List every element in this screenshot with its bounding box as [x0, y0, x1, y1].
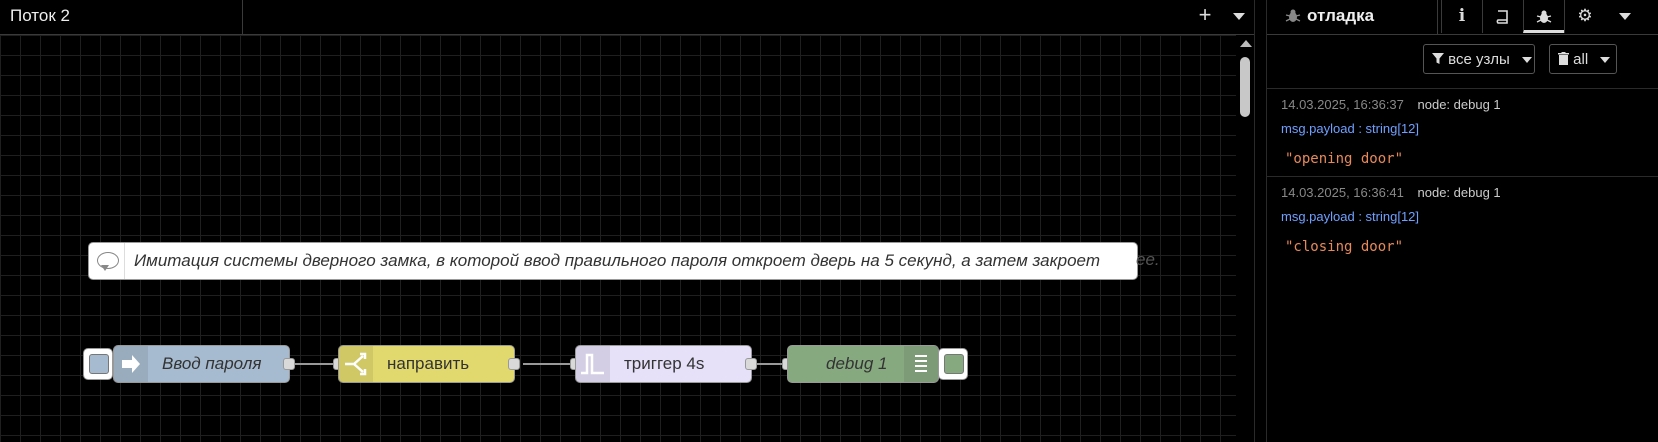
filter-dropdown[interactable]: все узлы [1423, 44, 1535, 74]
debug-toggle-inner [944, 354, 964, 374]
wire[interactable] [755, 363, 791, 365]
trigger-icon [576, 346, 610, 382]
chevron-down-icon[interactable] [1605, 0, 1645, 33]
wire[interactable] [523, 363, 570, 365]
message-meta: 14.03.2025, 16:36:41 node: debug 1 [1281, 185, 1501, 200]
info-icon[interactable]: i [1441, 0, 1482, 33]
node-debug[interactable]: debug 1 [787, 345, 939, 383]
chevron-down-icon[interactable] [1224, 2, 1254, 30]
wire[interactable] [293, 363, 335, 365]
message-timestamp: 14.03.2025, 16:36:41 [1281, 185, 1404, 200]
node-trigger[interactable]: триггер 4s [575, 345, 752, 383]
debug-sidebar: отладка i ⚙ все узлы all [1266, 0, 1658, 442]
node-inject[interactable]: Ввод пароля [113, 345, 290, 383]
clear-dropdown[interactable]: all [1549, 44, 1617, 74]
scrollbar-thumb[interactable] [1240, 57, 1250, 117]
arrow-right-icon [114, 346, 148, 382]
node-label: направить [387, 354, 470, 373]
sidebar-title-tab[interactable]: отладка [1267, 0, 1438, 34]
message-path[interactable]: msg.payload : string[12] [1281, 121, 1420, 136]
message-path[interactable]: msg.payload : string[12] [1281, 209, 1420, 224]
message-meta: 14.03.2025, 16:36:37 node: debug 1 [1281, 97, 1501, 112]
node-switch[interactable]: направить [338, 345, 515, 383]
debug-message[interactable]: 14.03.2025, 16:36:41 node: debug 1 msg.p… [1267, 176, 1658, 265]
debug-toolbar: все узлы all [1267, 35, 1658, 87]
plus-icon[interactable]: + [1198, 2, 1212, 27]
message-value: "closing door" [1285, 239, 1404, 255]
node-label: debug 1 [826, 354, 888, 373]
bug-icon [1285, 8, 1301, 28]
sidebar-header: отладка i ⚙ [1267, 0, 1658, 35]
comment-node[interactable]: Имитация системы дверного замка, в котор… [88, 242, 1138, 280]
chevron-down-icon [1600, 57, 1611, 64]
inject-button[interactable] [83, 348, 113, 380]
comment-overflow-text: ее. [1136, 250, 1160, 269]
output-port[interactable] [508, 358, 520, 370]
book-icon[interactable] [1482, 0, 1523, 33]
trash-icon [1558, 51, 1573, 68]
sidebar-resizer[interactable] [1254, 0, 1267, 442]
chevron-down-icon [1521, 57, 1532, 64]
list-icon [904, 346, 938, 382]
switch-icon [339, 346, 373, 382]
workspace: Поток 2 + Имитация системы дверного замк… [0, 0, 1267, 442]
tab-flow-2[interactable]: Поток 2 [0, 0, 243, 34]
node-label: триггер 4s [624, 354, 705, 373]
node-label: Ввод пароля [162, 354, 262, 373]
clear-label: all [1573, 51, 1589, 68]
inject-button-inner [89, 354, 109, 374]
message-timestamp: 14.03.2025, 16:36:37 [1281, 97, 1404, 112]
comment-icon-tail [101, 265, 109, 271]
message-node[interactable]: node: debug 1 [1417, 97, 1501, 112]
message-node[interactable]: node: debug 1 [1417, 185, 1501, 200]
debug-toggle-button[interactable] [938, 348, 968, 380]
output-port[interactable] [745, 358, 757, 370]
gear-icon[interactable]: ⚙ [1564, 0, 1605, 33]
message-value: "opening door" [1285, 151, 1404, 167]
scroll-up-icon[interactable] [1240, 40, 1252, 47]
flow-tab-bar: Поток 2 + [0, 0, 1266, 35]
comment-text: Имитация системы дверного замка, в котор… [134, 251, 1100, 270]
debug-message[interactable]: 14.03.2025, 16:36:37 node: debug 1 msg.p… [1267, 88, 1658, 177]
tab-label: Поток 2 [10, 6, 70, 25]
bug-icon[interactable] [1523, 0, 1564, 33]
flow-canvas[interactable]: Имитация системы дверного замка, в котор… [0, 35, 1236, 442]
filter-label: все узлы [1448, 51, 1510, 68]
filter-icon [1432, 51, 1448, 68]
canvas-scrollbar[interactable] [1236, 35, 1254, 442]
node-divider [124, 243, 125, 279]
sidebar-title: отладка [1307, 6, 1375, 25]
output-port[interactable] [283, 358, 295, 370]
